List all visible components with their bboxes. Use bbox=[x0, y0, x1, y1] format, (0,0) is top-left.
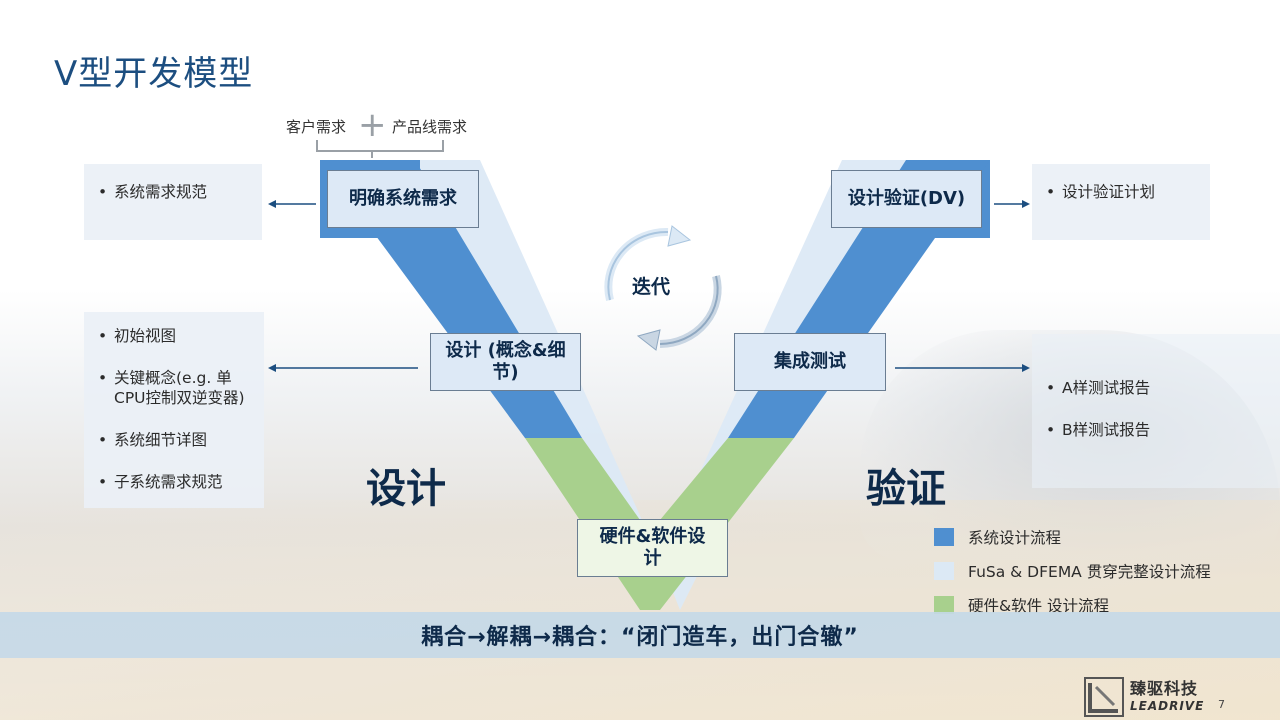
page-number: 7 bbox=[1218, 698, 1225, 711]
legend-label: 硬件&软件 设计流程 bbox=[968, 597, 1110, 615]
arrow-req-to-spec-head bbox=[268, 200, 276, 208]
stage-integration: 集成测试 bbox=[734, 333, 886, 391]
arrow-integration-to-reports-head bbox=[1022, 364, 1030, 372]
legend-label: FuSa & DFEMA 贯穿完整设计流程 bbox=[968, 563, 1211, 581]
stage-design: 设计 (概念&细节) bbox=[430, 333, 581, 391]
stage-hw-sw: 硬件&软件设计 bbox=[577, 519, 728, 577]
verification-plan-panel: 设计验证计划 bbox=[1032, 164, 1210, 240]
bracket-tip bbox=[371, 151, 373, 158]
product-line-requirement-label: 产品线需求 bbox=[392, 118, 468, 136]
logo-cn-text: 臻驱科技 bbox=[1130, 679, 1199, 698]
company-logo: 臻驱科技 LEADRIVE bbox=[1084, 676, 1206, 718]
system-spec-list: 系统需求规范 bbox=[98, 182, 248, 202]
bracket-icon bbox=[316, 140, 444, 152]
iterate-label: 迭代 bbox=[632, 276, 671, 298]
stage-hw-sw-label: 硬件&软件设计 bbox=[599, 526, 706, 569]
legend-label: 系统设计流程 bbox=[968, 529, 1062, 547]
stage-requirements-label: 明确系统需求 bbox=[349, 188, 457, 209]
iterate-arrowhead-top bbox=[667, 225, 692, 247]
legend-item-fusa-flow: FuSa & DFEMA 贯穿完整设计流程 bbox=[934, 554, 1211, 588]
logo-en-text: LEADRIVE bbox=[1130, 699, 1205, 713]
verify-phase-label: 验证 bbox=[866, 466, 946, 512]
design-output-panel: 初始视图 关键概念(e.g. 单CPU控制双逆变器) 系统细节详图 子系统需求规… bbox=[84, 312, 264, 508]
list-item: A样测试报告 bbox=[1046, 378, 1266, 398]
legend-item-system-flow: 系统设计流程 bbox=[934, 520, 1211, 554]
stage-requirements: 明确系统需求 bbox=[327, 170, 479, 228]
design-phase-label: 设计 bbox=[366, 466, 446, 512]
footer-band-text: 耦合→解耦→耦合：“闭门造车，出门合辙” bbox=[421, 625, 859, 650]
iterate-arrow-top-outline bbox=[607, 230, 669, 301]
arrow-dv-to-plan-head bbox=[1022, 200, 1030, 208]
page-title: V型开发模型 bbox=[54, 54, 254, 94]
stage-verification: 设计验证(DV) bbox=[831, 170, 982, 228]
legend: 系统设计流程 FuSa & DFEMA 贯穿完整设计流程 硬件&软件 设计流程 bbox=[934, 520, 1211, 622]
legend-swatch-fusa bbox=[934, 562, 954, 580]
list-item: 设计验证计划 bbox=[1046, 182, 1196, 202]
legend-swatch-hwsw bbox=[934, 596, 954, 614]
legend-swatch-system bbox=[934, 528, 954, 546]
verification-plan-list: 设计验证计划 bbox=[1046, 182, 1196, 202]
arrow-design-to-list-head bbox=[268, 364, 276, 372]
system-spec-panel: 系统需求规范 bbox=[84, 164, 262, 240]
logo-text: 臻驱科技 LEADRIVE bbox=[1130, 680, 1204, 714]
test-report-list: A样测试报告 B样测试报告 bbox=[1046, 378, 1266, 440]
footer-band: 耦合→解耦→耦合：“闭门造车，出门合辙” bbox=[0, 612, 1280, 658]
logo-mark-icon bbox=[1084, 677, 1124, 717]
list-item: 关键概念(e.g. 单CPU控制双逆变器) bbox=[98, 368, 250, 408]
list-item: B样测试报告 bbox=[1046, 420, 1266, 440]
stage-verification-label: 设计验证(DV) bbox=[847, 188, 966, 209]
iterate-arrowhead-bottom bbox=[636, 329, 661, 351]
stage-design-label: 设计 (概念&细节) bbox=[445, 340, 566, 383]
customer-requirement-label: 客户需求 bbox=[286, 118, 347, 136]
design-output-list: 初始视图 关键概念(e.g. 单CPU控制双逆变器) 系统细节详图 子系统需求规… bbox=[98, 326, 250, 492]
plus-icon: + bbox=[358, 105, 387, 145]
list-item: 子系统需求规范 bbox=[98, 472, 250, 492]
iterate-arrow-bottom-outline bbox=[659, 275, 719, 345]
list-item: 系统细节详图 bbox=[98, 430, 250, 450]
test-report-panel: A样测试报告 B样测试报告 bbox=[1032, 334, 1280, 488]
list-item: 系统需求规范 bbox=[98, 182, 248, 202]
legend-item-hwsw-flow: 硬件&软件 设计流程 bbox=[934, 588, 1211, 622]
stage-integration-label: 集成测试 bbox=[774, 351, 846, 372]
list-item: 初始视图 bbox=[98, 326, 250, 346]
